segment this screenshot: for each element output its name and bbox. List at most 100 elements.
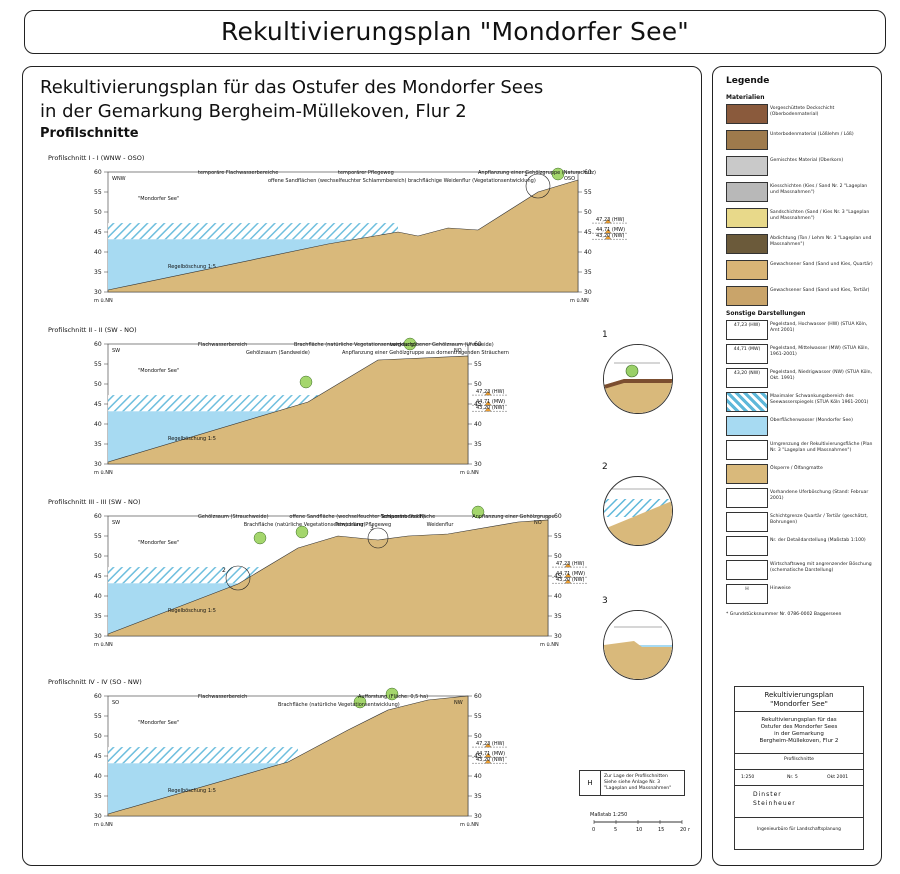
legend-label: Oberflächenwasser (Mondorfer See)	[770, 418, 853, 423]
profile-annotation: Flachwasserbereich	[198, 694, 247, 700]
lake-label: "Mondorfer See"	[138, 540, 179, 546]
legend-swatch: H	[726, 584, 768, 604]
axis-unit-right: m ü.NN	[540, 642, 559, 648]
direction-right: NW	[454, 700, 463, 706]
axis-label-left: 40	[94, 249, 102, 256]
legend-label: Gewachsener Sand (Sand und Kies, Tertiär…	[770, 288, 870, 293]
ground-body	[107, 179, 579, 293]
axis-label-right: 40	[584, 249, 592, 256]
axis-label-left: 50	[94, 553, 102, 560]
hint-box: H Zur Lage der Profilschnitten Siehe sie…	[579, 770, 685, 796]
axis-label-right: 40	[554, 593, 562, 600]
plan-title: Rekultivierungsplan für das Ostufer des …	[40, 76, 543, 124]
slope-label: Regelböschung 1:5	[168, 436, 216, 442]
legend-other-item: Maximaler Schwankungsbereich des Seewass…	[726, 392, 874, 414]
level-marker	[564, 572, 572, 578]
plan-title-line2: in der Gemarkung Bergheim-Müllekoven, Fl…	[40, 101, 467, 122]
header-box: Rekultivierungsplan "Mondorfer See"	[24, 10, 886, 54]
axis-unit-right: m ü.NN	[460, 470, 479, 476]
axis-unit-left: m ü.NN	[94, 642, 113, 648]
level-label: 43,20 (NW)	[476, 405, 505, 411]
axis-unit-left: m ü.NN	[94, 822, 113, 828]
axis-label-right: 35	[554, 613, 562, 620]
axis-label-right: 55	[584, 189, 592, 196]
axis-label-right: 40	[474, 773, 482, 780]
axis-label-right: 50	[474, 381, 482, 388]
profile-annotation: Brachfläche (natürliche Vegetationsentwi…	[278, 702, 400, 708]
legend-other-item: 43,20 (NW)Pegelstand, Niedrigwasser (NW)…	[726, 368, 874, 390]
axis-label-right: 45	[474, 753, 482, 760]
legend-swatch: 44,71 (MW)	[726, 344, 768, 364]
axis-label-right: 30	[474, 461, 482, 468]
profile-annotation: vorgeschobener Gehölzsaum (Uferweide)	[390, 342, 494, 348]
slope-label: Regelböschung 1:5	[168, 264, 216, 270]
plan-title-line1: Rekultivierungsplan für das Ostufer des …	[40, 77, 544, 98]
detail-2-drawing	[604, 488, 672, 545]
legend-material-item: Sandschichten (Sand / Kies Nr. 3 "Lagepl…	[726, 208, 874, 230]
level-label: 44,71 (MW)	[596, 227, 625, 233]
legend-swatch	[726, 440, 768, 460]
legend-material-item: Kiesschichten (Kies / Sand Nr. 2 "Lagepl…	[726, 182, 874, 204]
level-label: 43,20 (NW)	[596, 233, 625, 239]
vegetation-shrub	[403, 337, 417, 351]
legend-swatch	[726, 560, 768, 580]
axis-label-right: 35	[584, 269, 592, 276]
axis-unit-left: m ü.NN	[94, 470, 113, 476]
legend-label: Hinweise	[770, 586, 791, 591]
axis-label-left: 50	[94, 209, 102, 216]
detail-number-2: 2	[602, 462, 608, 472]
axis-label-left: 35	[94, 613, 102, 620]
legend-material-item: Gewachsener Sand (Sand und Kies, Quartär…	[726, 260, 874, 282]
tb-content: Profilschnitte	[784, 757, 814, 762]
level-label: 44,71 (MW)	[556, 571, 585, 577]
level-label: 44,71 (MW)	[476, 751, 505, 757]
direction-left: SO	[112, 700, 119, 706]
axis-label-right: 60	[554, 513, 562, 520]
direction-right: OSO	[564, 176, 575, 182]
detail-marker	[525, 173, 551, 199]
detail-1-drawing	[604, 345, 672, 413]
direction-left: SW	[112, 520, 120, 526]
legend-swatch	[726, 234, 768, 254]
detail-circle-1	[603, 344, 673, 414]
tb-footer: Ingenieurbüro für Landschaftsplanung	[757, 827, 841, 832]
legend-swatch	[726, 464, 768, 484]
vegetation-shrub	[385, 687, 399, 701]
axis-label-right: 55	[474, 713, 482, 720]
axis-label-left: 60	[94, 513, 102, 520]
axis-label-left: 55	[94, 361, 102, 368]
axis-label-left: 60	[94, 693, 102, 700]
legend-other-item: Schichtgrenze Quartär / Tertiär (geschät…	[726, 512, 874, 534]
legend-label: Ölsperre / Ölfangmatte	[770, 466, 823, 471]
legend-swatch	[726, 260, 768, 280]
profile-title: Profilschnitt III - III (SW - NO)	[48, 498, 141, 506]
hint-text: Zur Lage der Profilschnitten Siehe siehe…	[604, 774, 672, 791]
legend-label: Sandschichten (Sand / Kies Nr. 3 "Lagepl…	[770, 210, 870, 221]
slope-label: Regelböschung 1:5	[168, 608, 216, 614]
profiles-subtitle: Profilschnitte	[40, 126, 139, 141]
detail-number-3: 3	[602, 596, 608, 606]
vegetation-shrub	[551, 167, 565, 181]
axis-label-left: 60	[94, 341, 102, 348]
detail-circle-2	[603, 476, 673, 546]
legend-label: Vorhandene Uferböschung (Stand: Februar …	[770, 490, 869, 501]
legend-material-item: Vorgeschüttete Deckschicht (Oberbodenmat…	[726, 104, 874, 126]
axis-label-right: 60	[474, 693, 482, 700]
axis-label-left: 45	[94, 753, 102, 760]
vegetation-shrub	[471, 505, 485, 519]
level-marker	[564, 562, 572, 568]
legend-label: Pegelstand, Hochwasser (HW) (STUA Köln, …	[770, 322, 868, 333]
level-label: 47,23 (HW)	[476, 741, 505, 747]
legend-swatch: 43,20 (NW)	[726, 368, 768, 388]
legend-other-item: Vorhandene Uferböschung (Stand: Februar …	[726, 488, 874, 510]
legend-other-item: Oberflächenwasser (Mondorfer See)	[726, 416, 874, 438]
legend-swatch: 47,23 (HW)	[726, 320, 768, 340]
water-fluctuation-band	[108, 747, 298, 764]
tb-date: Okt 2001	[827, 775, 849, 780]
axis-label-left: 55	[94, 189, 102, 196]
axis-label-left: 30	[94, 289, 102, 296]
level-label: 47,23 (HW)	[596, 217, 625, 223]
level-label: 47,23 (HW)	[476, 389, 505, 395]
